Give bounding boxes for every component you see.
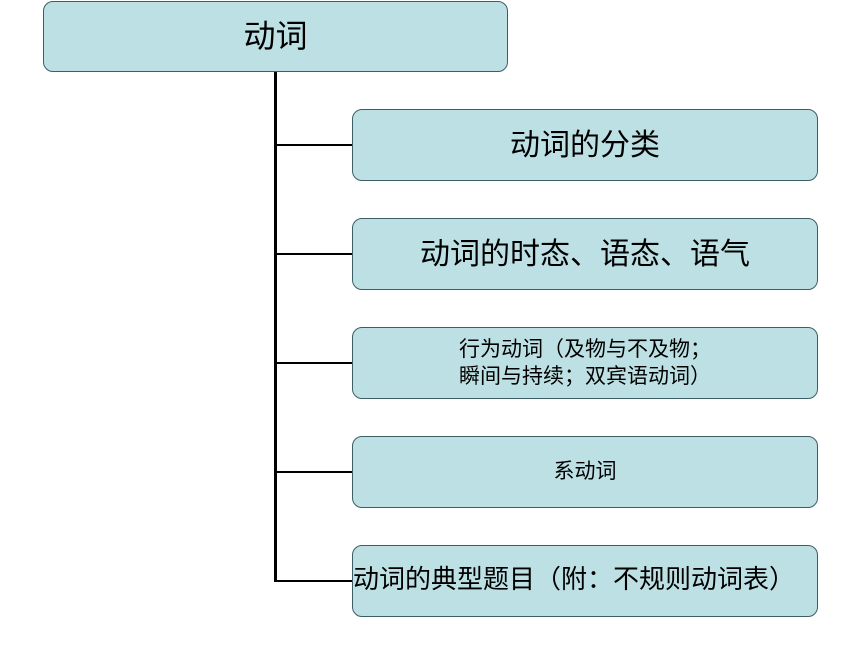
child-node-typical-questions: 动词的典型题目（附：不规则动词表） xyxy=(352,545,818,617)
branch-connector xyxy=(275,253,353,255)
branch-connector xyxy=(275,362,353,364)
child-node-classification: 动词的分类 xyxy=(352,109,818,181)
child-node-tense-voice-mood: 动词的时态、语态、语气 xyxy=(352,218,818,290)
branch-connector xyxy=(275,471,353,473)
branch-connector xyxy=(275,580,353,582)
root-node: 动词 xyxy=(43,1,508,72)
child-node-linking-verbs: 系动词 xyxy=(352,436,818,508)
child-node-action-verbs: 行为动词（及物与不及物； 瞬间与持续；双宾语动词） xyxy=(352,327,818,399)
trunk-connector xyxy=(274,72,277,582)
branch-connector xyxy=(275,144,353,146)
